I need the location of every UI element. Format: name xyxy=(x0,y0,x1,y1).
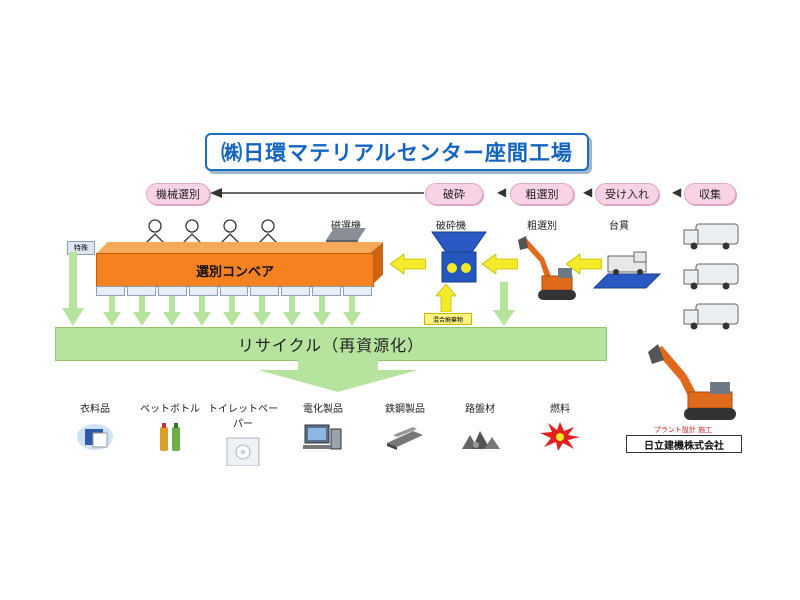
magnet-machine-icon xyxy=(326,228,366,242)
workers-icon xyxy=(144,219,279,245)
step-rough-sort: 粗選別 xyxy=(510,183,574,205)
appliance-icon xyxy=(303,424,342,450)
product-fuel: 燃料 xyxy=(525,400,595,455)
weighbridge-icon xyxy=(592,251,662,289)
product-steel: 鉄鋼製品 xyxy=(370,400,440,455)
yellow-arrow-icon xyxy=(390,254,426,274)
manual-tag: 特殊 xyxy=(67,241,95,255)
excavator-icon xyxy=(518,236,576,300)
yellow-arrow-up-icon xyxy=(436,284,456,312)
step-machine-sort: 機械選別 xyxy=(146,183,210,205)
step-receiving: 受け入れ xyxy=(595,183,659,205)
clothing-icon xyxy=(77,424,113,450)
garbage-truck-icon xyxy=(683,263,739,290)
yellow-arrow-icon xyxy=(566,254,602,274)
plant-note: プラント設計 施工 xyxy=(653,426,713,434)
step-collection: 収集 xyxy=(684,183,736,205)
rough-sort-label: 粗選別 xyxy=(527,221,557,232)
sorting-conveyor: 選別コンベア xyxy=(96,253,374,287)
crusher-label: 破砕機 xyxy=(436,221,466,232)
platform-label: 台貫 xyxy=(609,221,629,232)
crusher-icon xyxy=(431,231,487,283)
big-green-arrow-icon xyxy=(258,358,418,392)
sorting-bin xyxy=(188,286,218,296)
green-arrow-icon xyxy=(493,282,515,326)
steel-icon xyxy=(387,427,423,450)
conveyor-side xyxy=(371,242,383,286)
garbage-truck-icon xyxy=(683,223,739,250)
sorting-bin xyxy=(250,286,280,296)
product-appliances: 電化製品 xyxy=(288,400,358,455)
garbage-truck-icon xyxy=(683,303,739,330)
company-label: 日立建機株式会社 xyxy=(626,435,742,453)
toilet-paper-icon xyxy=(226,437,260,467)
page-title: ㈱日環マテリアルセンター座間工場 xyxy=(205,133,589,171)
sorting-bin xyxy=(219,286,249,296)
large-excavator-icon xyxy=(648,344,736,420)
recycle-band: リサイクル（再資源化） xyxy=(55,327,607,361)
product-roadbed: 路盤材 xyxy=(445,400,515,455)
yellow-arrow-icon xyxy=(482,254,518,274)
long-flow-arrow-icon xyxy=(210,188,424,198)
sorting-bin xyxy=(157,286,187,296)
product-clothing: 衣料品 xyxy=(60,400,130,455)
sorting-bin xyxy=(126,286,156,296)
step-crushing: 破砕 xyxy=(425,183,483,205)
mixed-waste-tag: 混合廃棄物 xyxy=(424,313,472,325)
pet-bottle-icon xyxy=(160,423,180,451)
product-pet-bottle: ペットボトル xyxy=(135,400,205,455)
flow-arrow-icon: ◀ xyxy=(497,185,507,199)
fuel-icon xyxy=(540,422,580,451)
sorting-bins xyxy=(96,286,373,296)
sorting-bin xyxy=(281,286,311,296)
sorting-bin xyxy=(96,286,125,296)
product-toilet-paper: トイレットペーパー xyxy=(208,400,278,470)
flow-arrow-icon: ◀ xyxy=(672,185,682,199)
conveyor-top xyxy=(96,242,382,254)
magnet-label: 磁選機 xyxy=(331,221,361,232)
roadbed-icon xyxy=(462,431,500,449)
title-text: ㈱日環マテリアルセンター座間工場 xyxy=(221,141,573,165)
green-arrow-icon xyxy=(62,252,84,326)
sorting-bin xyxy=(343,286,373,296)
green-arrows-icon xyxy=(103,296,361,326)
sorting-bin xyxy=(312,286,342,296)
flow-arrow-icon: ◀ xyxy=(583,185,593,199)
